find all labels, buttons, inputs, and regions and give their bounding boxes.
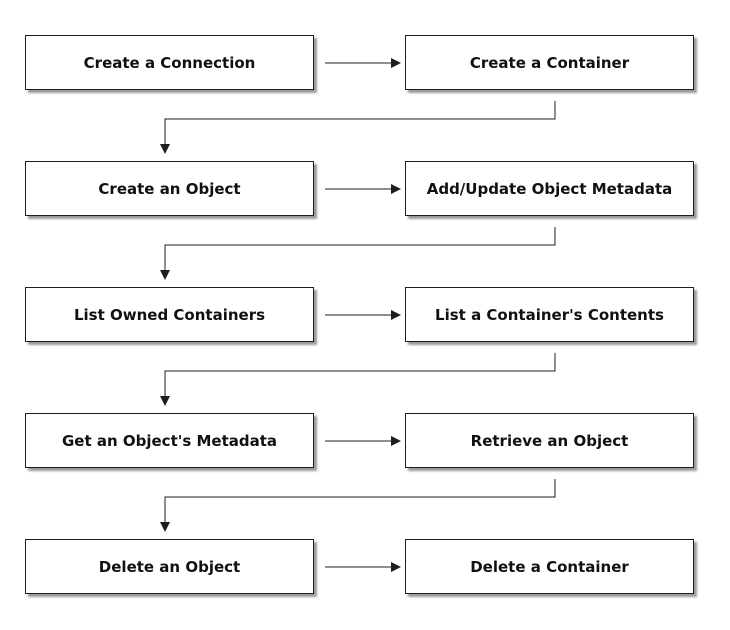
step-label: Add/Update Object Metadata bbox=[426, 179, 673, 198]
elbow-arrow-metadata-to-list-containers bbox=[160, 227, 556, 280]
step-update-object-metadata: Add/Update Object Metadata bbox=[405, 161, 694, 216]
step-label: Delete a Container bbox=[470, 557, 629, 576]
step-label: List Owned Containers bbox=[73, 305, 266, 324]
step-label: Create an Object bbox=[98, 179, 241, 198]
elbow-arrow-retrieve-to-delete-object bbox=[160, 479, 556, 532]
step-get-object-metadata: Get an Object's Metadata bbox=[25, 413, 314, 468]
elbow-arrow-container-to-object bbox=[160, 101, 556, 154]
step-create-container: Create a Container bbox=[405, 35, 694, 90]
step-label: List a Container's Contents bbox=[435, 305, 664, 324]
elbow-arrow-list-contents-to-get-metadata bbox=[160, 353, 556, 406]
step-create-object: Create an Object bbox=[25, 161, 314, 216]
step-label: Get an Object's Metadata bbox=[61, 431, 278, 450]
step-list-owned-containers: List Owned Containers bbox=[25, 287, 314, 342]
step-label: Create a Connection bbox=[83, 53, 256, 72]
step-create-connection: Create a Connection bbox=[25, 35, 314, 90]
step-delete-container: Delete a Container bbox=[405, 539, 694, 594]
step-retrieve-object: Retrieve an Object bbox=[405, 413, 694, 468]
step-label: Retrieve an Object bbox=[470, 431, 629, 450]
step-list-container-contents: List a Container's Contents bbox=[405, 287, 694, 342]
step-label: Delete an Object bbox=[98, 557, 241, 576]
step-label: Create a Container bbox=[469, 53, 630, 72]
step-delete-object: Delete an Object bbox=[25, 539, 314, 594]
